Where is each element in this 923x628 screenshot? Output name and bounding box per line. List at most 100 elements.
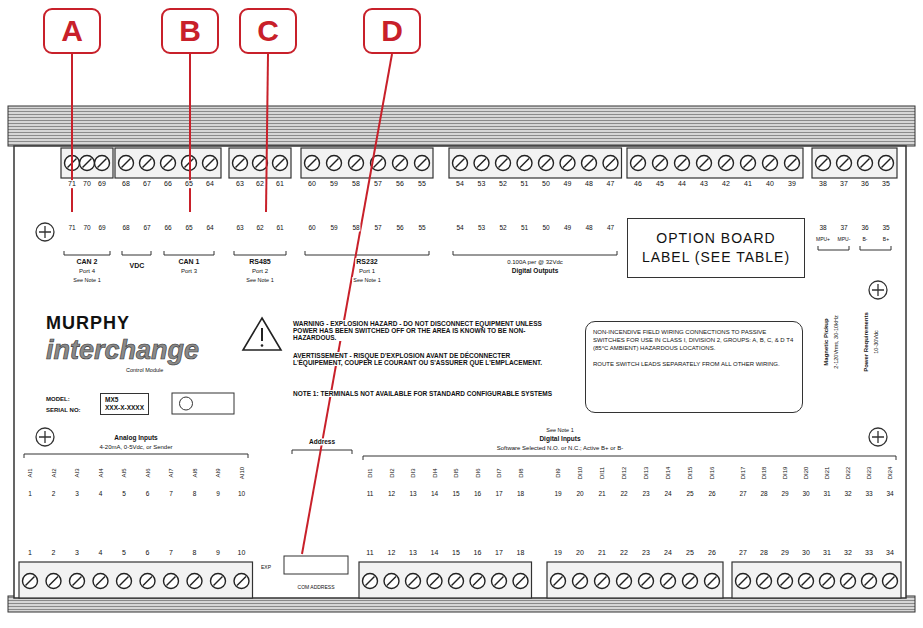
terminal-screw bbox=[95, 156, 110, 171]
callout-letter: A bbox=[43, 8, 101, 54]
terminal-number: 66 bbox=[163, 180, 173, 188]
note-reference: See Note 1 bbox=[352, 277, 382, 283]
terminal-screw bbox=[496, 156, 511, 171]
terminal-number: 54 bbox=[455, 180, 465, 188]
switch-label: EXP bbox=[260, 565, 272, 571]
terminal-screw bbox=[631, 156, 646, 171]
terminal-number: 8 bbox=[192, 549, 198, 557]
terminal-number: 49 bbox=[563, 180, 573, 188]
screw-slot bbox=[122, 159, 131, 168]
pin-name: B+ bbox=[882, 237, 890, 243]
screw-slot bbox=[802, 577, 811, 586]
terminal-number: 65 bbox=[184, 224, 193, 231]
terminal-number: 37 bbox=[839, 180, 849, 188]
screw-slot bbox=[167, 577, 176, 586]
terminal-number: 60 bbox=[307, 180, 317, 188]
terminal-block bbox=[547, 562, 723, 598]
terminal-number: 12 bbox=[387, 549, 397, 557]
terminal-number: 20 bbox=[575, 549, 585, 557]
terminal-number: 3 bbox=[74, 549, 80, 557]
terminal-number: 6 bbox=[145, 549, 151, 557]
screw-slot bbox=[708, 577, 717, 586]
pin-name: MPU- bbox=[837, 237, 852, 243]
terminal-number: 59 bbox=[329, 224, 338, 231]
terminal-number: 69 bbox=[97, 224, 106, 231]
terminal-number: 69 bbox=[97, 180, 107, 188]
group-bracket bbox=[234, 251, 286, 255]
group-bracket bbox=[860, 246, 891, 250]
terminal-number: 47 bbox=[606, 224, 615, 231]
group-bracket bbox=[164, 251, 214, 255]
screw-slot bbox=[664, 577, 673, 586]
terminal-number: 64 bbox=[205, 224, 214, 231]
screw-slot bbox=[760, 577, 769, 586]
callout-letter: C bbox=[239, 8, 297, 54]
screw-slot bbox=[473, 577, 482, 586]
terminal-screw bbox=[406, 574, 421, 589]
terminal-number: 39 bbox=[787, 180, 797, 188]
terminal-number: 20 bbox=[575, 490, 584, 497]
module-housing bbox=[14, 146, 906, 598]
terminal-number: 27 bbox=[738, 549, 748, 557]
terminal-screw bbox=[140, 574, 155, 589]
screw-slot bbox=[366, 577, 375, 586]
terminal-number: 63 bbox=[235, 180, 245, 188]
screw-slot bbox=[495, 577, 504, 586]
product-logo: interchange bbox=[45, 336, 200, 366]
group-label: Digital Inputs bbox=[538, 435, 581, 442]
rating-label: 4-20mA, 0-5Vdc, or Sender bbox=[98, 444, 173, 451]
pin-name: DI11 bbox=[599, 466, 606, 480]
box-text: MX5 bbox=[105, 396, 144, 404]
pin-name: DI20 bbox=[803, 466, 810, 481]
screw-slot bbox=[409, 577, 418, 586]
group-bracket bbox=[453, 251, 617, 255]
screw-slot bbox=[520, 159, 529, 168]
terminal-number: 48 bbox=[584, 180, 594, 188]
terminal-screw bbox=[492, 574, 507, 589]
port-label: CAN 1 bbox=[177, 258, 200, 266]
terminal-number: 70 bbox=[82, 180, 92, 188]
terminal-number: 65 bbox=[184, 180, 194, 188]
terminal-number: 1 bbox=[27, 549, 33, 557]
terminal-screw bbox=[862, 574, 877, 589]
mounting-screw bbox=[36, 428, 54, 446]
terminal-number: 56 bbox=[395, 224, 404, 231]
screw-slot bbox=[396, 159, 405, 168]
screw-slot bbox=[844, 577, 853, 586]
pin-name: DI18 bbox=[761, 466, 768, 481]
terminal-screw bbox=[93, 574, 108, 589]
terminal-screw bbox=[363, 574, 378, 589]
pin-name: DI16 bbox=[709, 466, 716, 481]
terminal-number: 40 bbox=[765, 180, 775, 188]
mounting-screw bbox=[39, 431, 51, 443]
callout-letter: B bbox=[179, 16, 201, 46]
group-bracket bbox=[305, 251, 429, 255]
terminal-block bbox=[229, 148, 291, 178]
terminal-number: 45 bbox=[655, 180, 665, 188]
rating-label: 2-120Vrms, 30-10kHz bbox=[833, 314, 839, 369]
terminal-screw bbox=[203, 156, 218, 171]
terminal-number: 58 bbox=[351, 224, 360, 231]
terminal-number: 1 bbox=[27, 490, 33, 497]
box-text: OPTION BOARD LABEL (SEE TABLE) bbox=[634, 229, 798, 267]
note-box: NON-INCENDIVE FIELD WIRING CONNECTIONS T… bbox=[585, 321, 803, 413]
terminal-number: 54 bbox=[455, 224, 464, 231]
terminal-number: 24 bbox=[663, 549, 673, 557]
terminal-number: 43 bbox=[699, 180, 709, 188]
terminal-number: 68 bbox=[121, 224, 130, 231]
pin-name: DI13 bbox=[643, 466, 650, 481]
terminal-screw bbox=[560, 156, 575, 171]
terminal-screw bbox=[474, 156, 489, 171]
pin-name: DI2 bbox=[388, 467, 395, 478]
terminal-screw bbox=[595, 574, 610, 589]
rating-label: Software Selected N.O. or N.C.; Active B… bbox=[496, 445, 625, 452]
terminal-screw bbox=[697, 156, 712, 171]
screw-slot bbox=[598, 577, 607, 586]
terminal-screw bbox=[453, 156, 468, 171]
terminal-screw bbox=[741, 156, 756, 171]
screw-slot bbox=[861, 159, 870, 168]
port-label: Port 1 bbox=[358, 268, 376, 275]
terminal-number: 27 bbox=[738, 490, 747, 497]
terminal-number: 50 bbox=[541, 180, 551, 188]
pin-name: AI7 bbox=[168, 467, 175, 478]
